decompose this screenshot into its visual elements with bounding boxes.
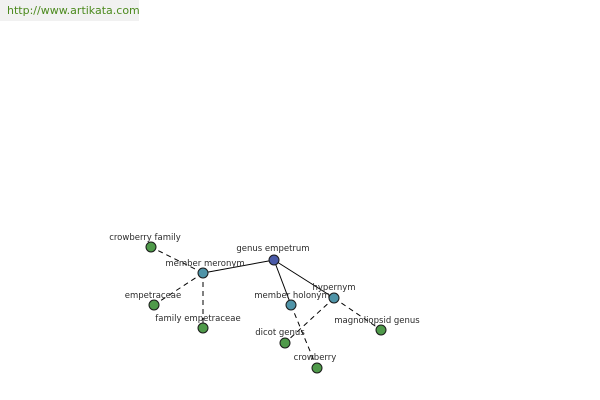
edge-hypernym-to-magnoliopsid-genus bbox=[333, 297, 382, 331]
label-hypernym[interactable]: hypernym bbox=[312, 283, 355, 293]
node-crowberry-family[interactable] bbox=[145, 241, 157, 253]
edge-member-meronym-to-empetraceae bbox=[153, 272, 204, 306]
source-url-link[interactable]: http://www.artikata.com bbox=[0, 0, 140, 21]
graph-edges bbox=[150, 246, 382, 369]
graph-labels: genus empetrum member meronym member holon… bbox=[109, 233, 420, 363]
label-family-empetraceae[interactable]: family empetraceae bbox=[155, 314, 240, 324]
label-genus-empetrum[interactable]: genus empetrum bbox=[236, 244, 309, 254]
node-magnoliopsid-genus[interactable] bbox=[375, 324, 387, 336]
node-member-holonym[interactable] bbox=[285, 299, 297, 311]
node-family-empetraceae[interactable] bbox=[197, 322, 209, 334]
node-member-meronym[interactable] bbox=[197, 267, 209, 279]
label-member-meronym[interactable]: member meronym bbox=[165, 259, 244, 269]
edge-genus-empetrum-to-member-holonym bbox=[273, 259, 292, 306]
node-crowberry[interactable] bbox=[311, 362, 323, 374]
edge-member-meronym-to-crowberry-family bbox=[150, 246, 204, 274]
edge-genus-empetrum-to-member-meronym bbox=[202, 259, 275, 274]
label-magnoliopsid-genus[interactable]: magnoliopsid genus bbox=[334, 316, 420, 326]
node-dicot-genus[interactable] bbox=[279, 337, 291, 349]
edge-member-holonym-to-crowberry bbox=[290, 304, 318, 369]
edge-genus-empetrum-to-hypernym bbox=[273, 259, 335, 299]
node-hypernym[interactable] bbox=[328, 292, 340, 304]
label-empetraceae[interactable]: empetraceae bbox=[125, 291, 182, 301]
graph-nodes bbox=[145, 241, 387, 374]
label-member-holonym[interactable]: member holonym bbox=[254, 291, 329, 301]
label-dicot-genus[interactable]: dicot genus bbox=[255, 328, 305, 338]
label-crowberry[interactable]: crowberry bbox=[294, 353, 337, 363]
node-genus-empetrum[interactable] bbox=[268, 254, 280, 266]
label-crowberry-family[interactable]: crowberry family bbox=[109, 233, 181, 243]
edge-hypernym-to-dicot-genus bbox=[284, 297, 335, 344]
node-empetraceae[interactable] bbox=[148, 299, 160, 311]
